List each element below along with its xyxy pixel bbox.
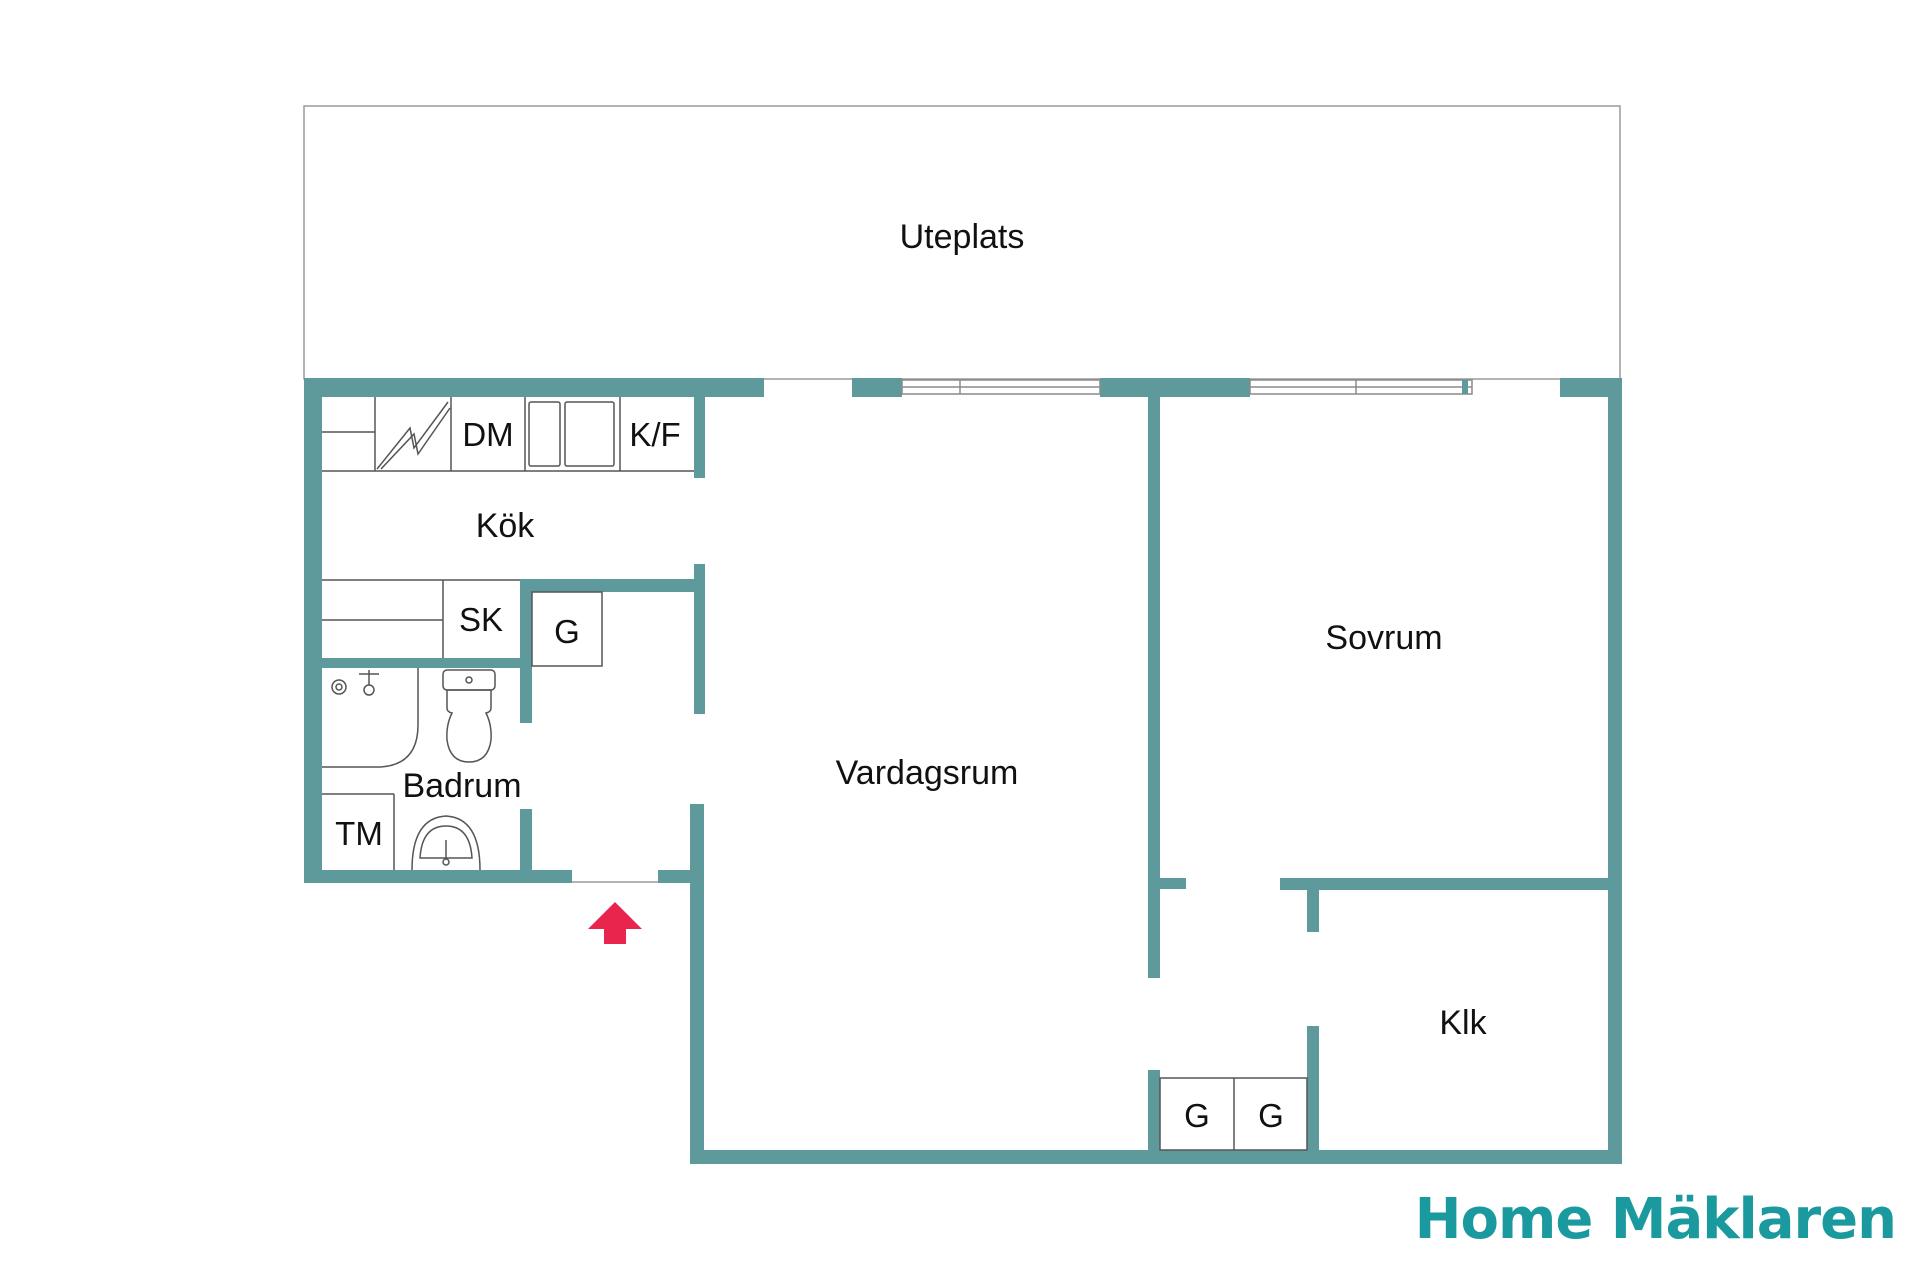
entrance-arrow-icon <box>588 902 642 944</box>
sink-double-icon <box>528 401 615 467</box>
fixture-label-g-left: G <box>1184 1097 1210 1134</box>
terrace-outline <box>303 105 1621 380</box>
room-label-sovrum: Sovrum <box>1325 619 1442 657</box>
fixture-label-kf: K/F <box>629 416 680 453</box>
fixture-label-g-right: G <box>1258 1097 1284 1134</box>
fixture-label-sk: SK <box>459 601 503 638</box>
walls <box>304 378 1622 1164</box>
room-label-klk: Klk <box>1439 1004 1487 1042</box>
bath-fixtures <box>322 793 395 870</box>
kitchen-counter-bottom <box>322 579 520 658</box>
stove-icon <box>376 401 451 470</box>
fixture-label-dm: DM <box>462 416 513 453</box>
brand-logo: Home Mäklaren <box>1414 1187 1897 1252</box>
fixture-label-tm: TM <box>335 815 383 852</box>
room-label-kok: Kök <box>476 507 536 545</box>
wardrobe-hall <box>531 591 603 667</box>
room-label-uteplats: Uteplats <box>900 218 1025 256</box>
toilet-icon <box>442 669 496 763</box>
closets <box>1159 1077 1308 1151</box>
window-bedroom <box>1249 379 1473 395</box>
room-label-badrum: Badrum <box>402 767 521 805</box>
kitchen-counter-top <box>322 397 694 472</box>
room-label-vardagsrum: Vardagsrum <box>836 754 1019 792</box>
fixture-label-g-hall: G <box>554 613 580 650</box>
sink-icon <box>411 815 481 871</box>
window-living-room <box>901 379 1101 395</box>
window-bedroom-end <box>1462 380 1468 394</box>
shower-icon <box>322 668 419 768</box>
